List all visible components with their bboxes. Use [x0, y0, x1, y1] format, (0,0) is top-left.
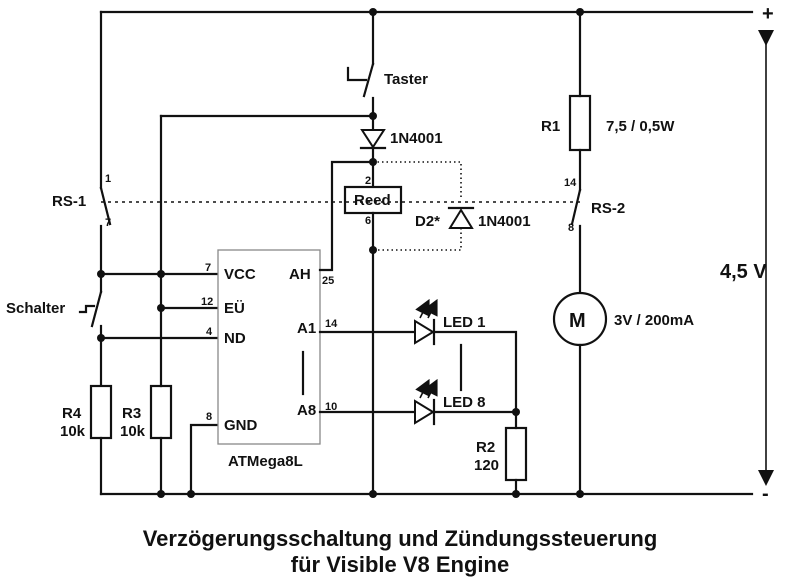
caption-line-2: für Visible V8 Engine — [291, 552, 509, 577]
rs2-pin-top: 14 — [564, 177, 577, 189]
ic-pin-ah-label: AH — [289, 266, 311, 283]
reed-pin-bottom: 6 — [365, 215, 371, 227]
ic-pin-eu-num: 12 — [201, 296, 213, 308]
diode1-label: 1N4001 — [390, 130, 443, 147]
rs2-switch — [570, 188, 582, 294]
ic-pin-vcc-label: VCC — [224, 266, 256, 283]
minus-sign: - — [762, 483, 769, 505]
motor-symbol: M — [569, 310, 586, 332]
rs1-switch — [99, 10, 112, 276]
ic-pin-gnd-label: GND — [224, 417, 258, 434]
r1-value: 7,5 / 0,5W — [606, 118, 675, 135]
d2-diode — [373, 161, 475, 251]
caption-line-1: Verzögerungsschaltung und Zündungssteuer… — [143, 526, 658, 551]
d2-type: 1N4001 — [478, 213, 531, 230]
rs1-label: RS-1 — [52, 193, 86, 210]
led1 — [318, 298, 518, 414]
taster-label: Taster — [384, 71, 428, 88]
led1-label: LED 1 — [443, 314, 486, 331]
r4-value: 10k — [60, 423, 86, 440]
ic-pin-ah-num: 25 — [322, 275, 334, 287]
ic-pin-nd-num: 4 — [206, 326, 213, 338]
r2-resistor — [504, 410, 528, 496]
schalter-switch — [78, 272, 103, 386]
ic-pin-gnd-num: 8 — [206, 411, 212, 423]
r1-label: R1 — [541, 118, 560, 135]
ic-name: ATMega8L — [228, 453, 303, 470]
ic-pin-a1-label: A1 — [297, 320, 316, 337]
ic-pin-a1-num: 14 — [325, 318, 338, 330]
motor — [552, 291, 608, 496]
ic-pin-a8-num: 10 — [325, 401, 337, 413]
r1-resistor — [568, 10, 592, 192]
plus-sign: + — [762, 3, 774, 25]
schalter-label: Schalter — [6, 300, 65, 317]
ic-pin-nd-label: ND — [224, 330, 246, 347]
ic-pin-a8-label: A8 — [297, 402, 316, 419]
rs2-pin-bottom: 8 — [568, 222, 574, 234]
r4-resistor — [89, 384, 113, 496]
led8-label: LED 8 — [443, 394, 486, 411]
d2-label: D2* — [415, 213, 440, 230]
reed-pin-top: 2 — [365, 175, 371, 187]
atmega8l-ic — [217, 249, 321, 445]
supply-voltage-label: 4,5 V — [720, 261, 767, 283]
motor-rating: 3V / 200mA — [614, 312, 694, 329]
taster-switch — [346, 10, 375, 132]
rs2-label: RS-2 — [591, 200, 625, 217]
rs1-pin-bottom: 7 — [105, 217, 111, 229]
reed-label: Reed — [354, 192, 391, 209]
led8 — [318, 378, 518, 426]
ic-pin-eu-label: EÜ — [224, 300, 245, 317]
r2-label: R2 — [476, 439, 495, 456]
ic-pin-vcc-num: 7 — [205, 262, 211, 274]
diode-1n4001 — [359, 129, 387, 188]
r3-label: R3 — [122, 405, 141, 422]
rs1-pin-top: 1 — [105, 173, 111, 185]
r4-label: R4 — [62, 405, 82, 422]
r2-value: 120 — [474, 457, 499, 474]
r3-resistor — [149, 114, 173, 496]
r3-value: 10k — [120, 423, 146, 440]
